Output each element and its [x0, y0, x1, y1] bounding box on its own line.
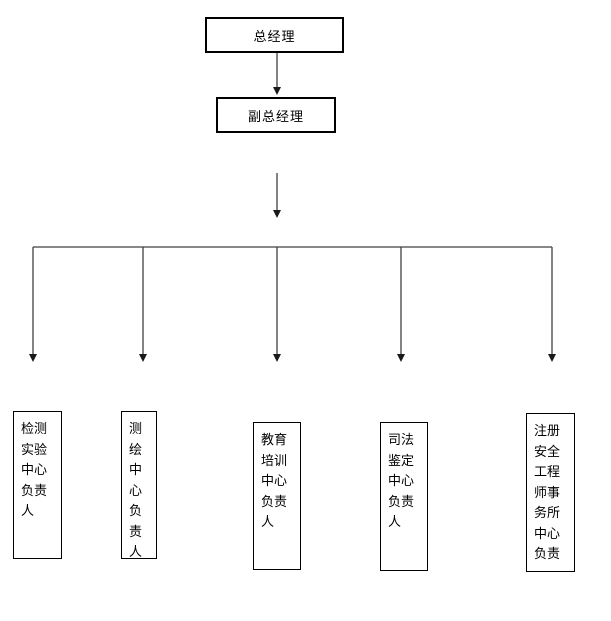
- arrow-down-icon: [273, 354, 281, 362]
- arrow-down-icon: [139, 354, 147, 362]
- branch-arrow-1: [29, 247, 37, 362]
- node-deputy-general-manager: 副总经理: [216, 97, 336, 133]
- branch-arrow-4: [397, 247, 405, 362]
- node-surveying-mapping-center-head: 测绘 中心 负责 人: [121, 411, 157, 559]
- arrow-down-icon: [397, 354, 405, 362]
- arrow-deputy-to-branch: [273, 173, 281, 218]
- branch-arrow-5: [548, 247, 556, 362]
- node-education-training-center-head: 教育 培训 中心 负责 人: [253, 422, 301, 570]
- arrow-down-icon: [273, 210, 281, 218]
- branch-arrow-3: [273, 247, 281, 362]
- node-registered-safety-engineer-office-center-head: 注册 安全 工程 师事 务所 中心 负责: [526, 413, 575, 572]
- arrow-gm-to-deputy: [273, 53, 281, 95]
- node-general-manager: 总经理: [205, 17, 344, 53]
- branch-arrow-2: [139, 247, 147, 362]
- arrow-down-icon: [273, 87, 281, 95]
- arrow-down-icon: [548, 354, 556, 362]
- arrow-down-icon: [29, 354, 37, 362]
- node-inspection-testing-center-head: 检测 实验 中心 负责 人: [13, 411, 62, 559]
- node-judicial-appraisal-center-head: 司法 鉴定 中心 负责 人: [380, 422, 428, 571]
